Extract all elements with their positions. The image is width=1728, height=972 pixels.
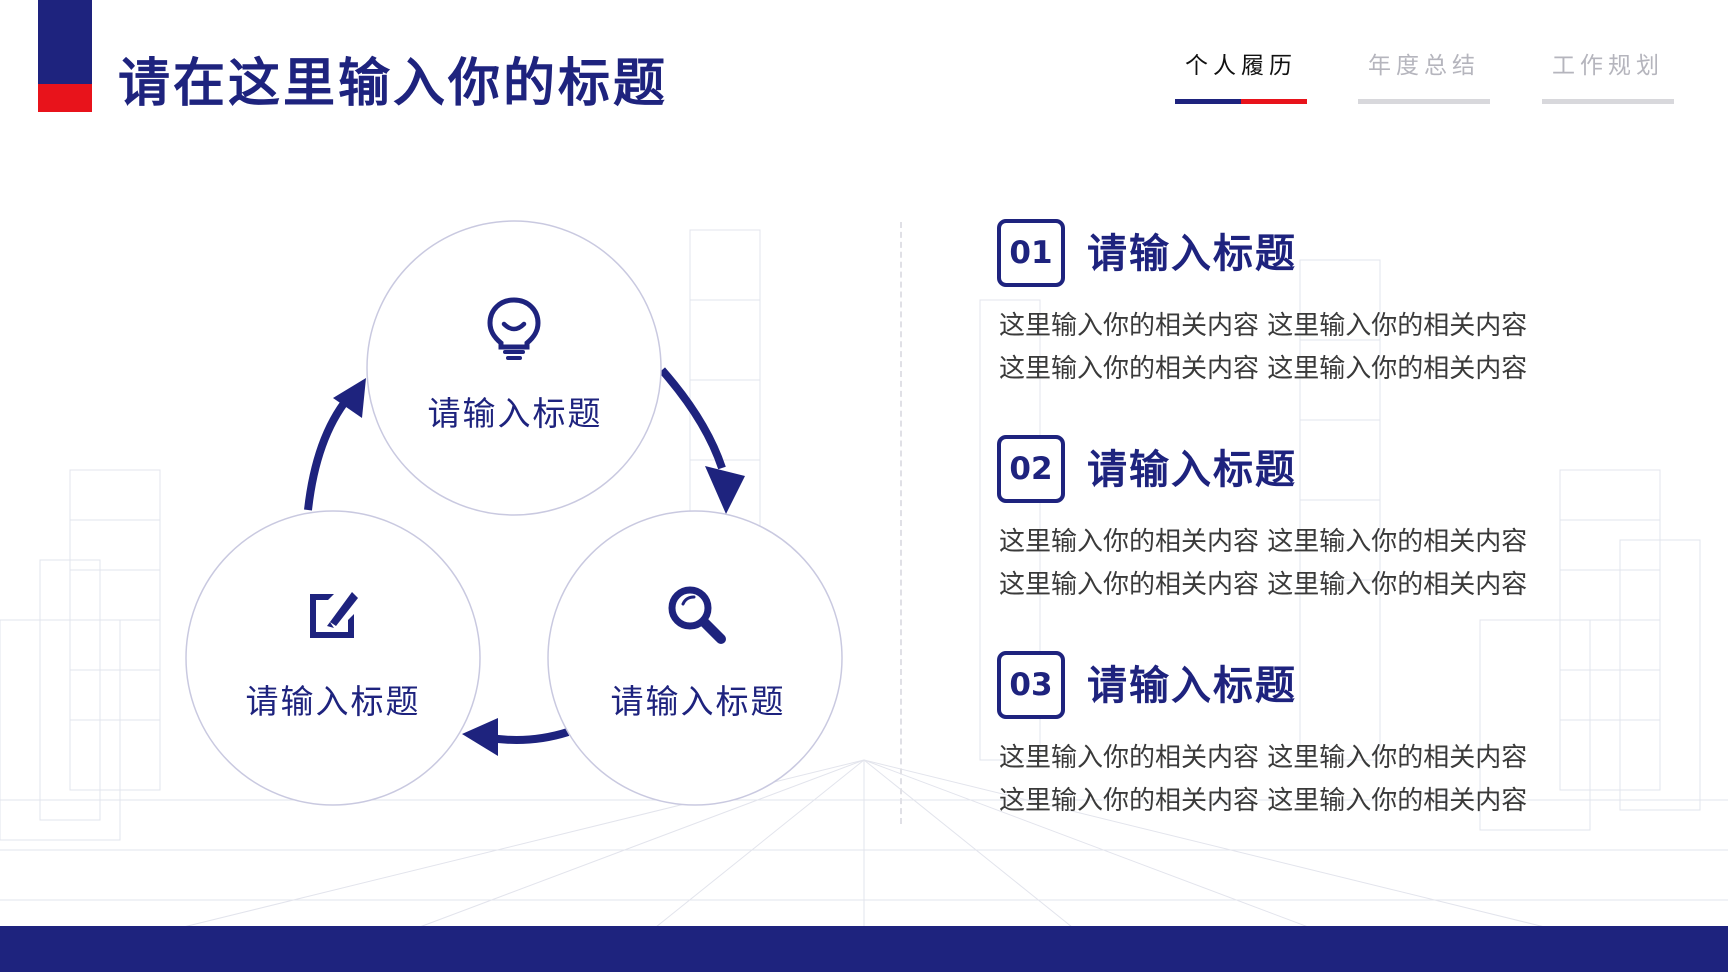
- item-title: 请输入标题: [1087, 447, 1297, 493]
- item-number-badge: 02: [997, 435, 1065, 503]
- tab-underline-active: [1175, 99, 1307, 104]
- item-title: 请输入标题: [1087, 663, 1297, 709]
- cycle-label-top: 请输入标题: [427, 394, 603, 433]
- cycle-circle-top: [366, 220, 662, 516]
- corner-mark-blue: [38, 0, 92, 84]
- footer-bar: [0, 926, 1728, 972]
- cycle-label-left: 请输入标题: [245, 682, 421, 721]
- cycle-circle-left: [185, 510, 481, 806]
- cycle-arrow-left-to-top: [304, 395, 352, 511]
- cycle-arrowhead-left: [462, 718, 498, 756]
- tab-label: 年度总结: [1368, 53, 1480, 79]
- tab-annual-summary[interactable]: 年度总结: [1358, 48, 1490, 104]
- item-text-line: 这里输入你的相关内容 这里输入你的相关内容: [999, 311, 1528, 341]
- tab-underline: [1358, 99, 1490, 104]
- cycle-arrow-top-to-right: [658, 367, 726, 470]
- vertical-divider: [900, 222, 902, 824]
- cycle-circle-right: [547, 510, 843, 806]
- cycle-diagram: [185, 220, 843, 806]
- item-text-line: 这里输入你的相关内容 这里输入你的相关内容: [999, 354, 1528, 384]
- tab-underline: [1542, 99, 1674, 104]
- item-title: 请输入标题: [1087, 231, 1297, 277]
- cycle-arrowhead-right: [705, 466, 745, 514]
- item-text-line: 这里输入你的相关内容 这里输入你的相关内容: [999, 786, 1528, 816]
- item-text-line: 这里输入你的相关内容 这里输入你的相关内容: [999, 570, 1528, 600]
- tab-label: 工作规划: [1552, 53, 1664, 79]
- search-icon: [668, 586, 726, 644]
- tab-work-plan[interactable]: 工作规划: [1542, 48, 1674, 104]
- cycle-arrowhead-top: [333, 378, 366, 418]
- tab-resume[interactable]: 个人履历: [1175, 48, 1307, 104]
- item-number-badge: 03: [997, 651, 1065, 719]
- tab-label: 个人履历: [1185, 53, 1297, 79]
- edit-icon: [310, 592, 358, 638]
- cycle-label-right: 请输入标题: [610, 682, 786, 721]
- corner-mark-red: [38, 84, 92, 112]
- lightbulb-icon: [487, 297, 541, 360]
- item-number-badge: 01: [997, 219, 1065, 287]
- item-text-line: 这里输入你的相关内容 这里输入你的相关内容: [999, 743, 1528, 773]
- cycle-arrow-right-to-left: [489, 728, 570, 744]
- item-text-line: 这里输入你的相关内容 这里输入你的相关内容: [999, 527, 1528, 557]
- page-title: 请在这里输入你的标题: [118, 54, 669, 114]
